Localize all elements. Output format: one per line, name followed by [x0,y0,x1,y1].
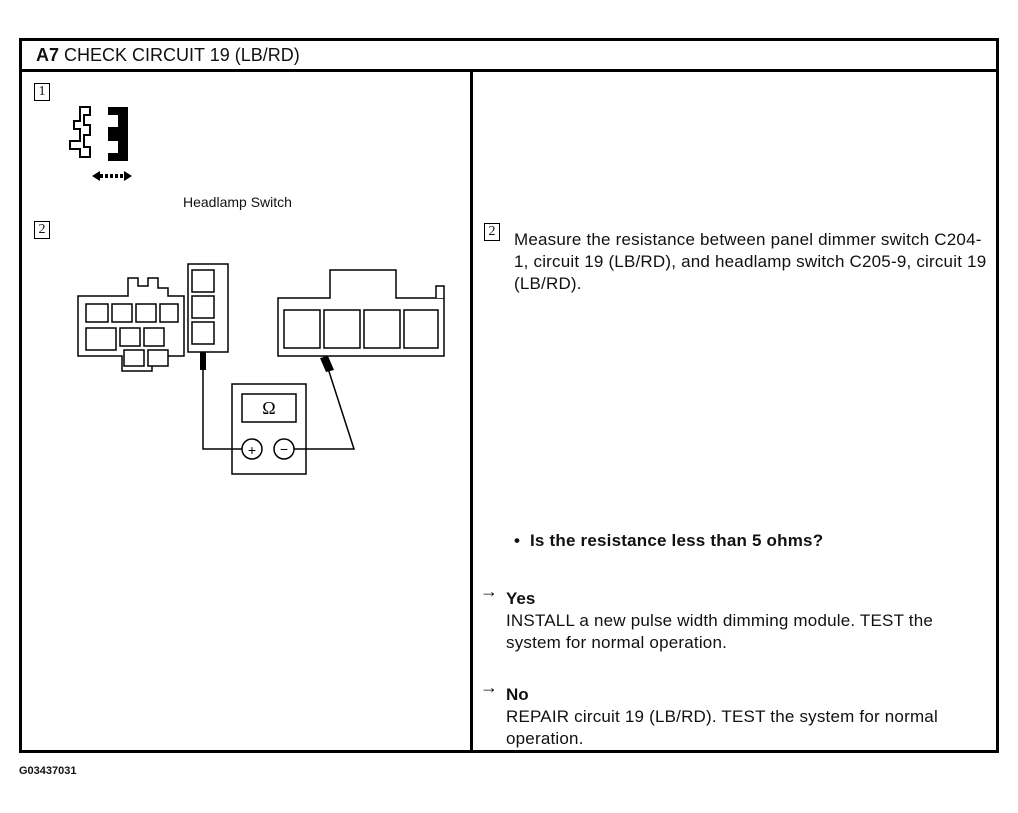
resistance-measurement-diagram: Ω + − [77,263,445,475]
negative-terminal-symbol: − [280,441,288,457]
positive-terminal-symbol: + [248,442,256,458]
yes-label: Yes [506,589,536,608]
ohm-symbol: Ω [262,398,275,418]
no-action-text: REPAIR circuit 19 (LB/RD). TEST the syst… [506,707,938,748]
step1-number-box: 1 [34,83,50,101]
step-title: CHECK CIRCUIT 19 (LB/RD) [64,45,300,65]
step-header: A7 CHECK CIRCUIT 19 (LB/RD) [22,41,996,72]
yes-arrow-icon: → [480,581,498,601]
test-leads [202,352,356,450]
headlamp-switch-caption: Headlamp Switch [183,194,292,210]
disconnect-arrow-icon [92,171,132,181]
connector-disconnect-illustration [69,106,132,181]
no-label: No [506,685,529,704]
dimmer-switch-connector [77,263,229,372]
figure-id: G03437031 [19,765,77,777]
female-connector-icon [69,106,91,158]
step2-number-box-left: 2 [34,221,50,239]
no-arrow-icon: → [480,677,498,697]
question-text: Is the resistance less than 5 ohms? [530,531,824,550]
step2-instruction: Measure the resistance between panel dim… [514,230,987,293]
step2-number-box-right: 2 [484,223,500,241]
ohmmeter [231,383,307,475]
bullet-icon: • [514,531,530,550]
question-item: • Is the resistance less than 5 ohms? [514,531,823,551]
step-id: A7 [36,45,60,65]
probe-tips [200,352,334,372]
yes-action-text: INSTALL a new pulse width dimming module… [506,611,934,652]
column-divider [470,69,473,753]
procedure-frame: A7 CHECK CIRCUIT 19 (LB/RD) 1 Headlamp S… [19,38,999,753]
headlamp-switch-connector [277,269,445,357]
male-connector-icon [108,107,128,161]
